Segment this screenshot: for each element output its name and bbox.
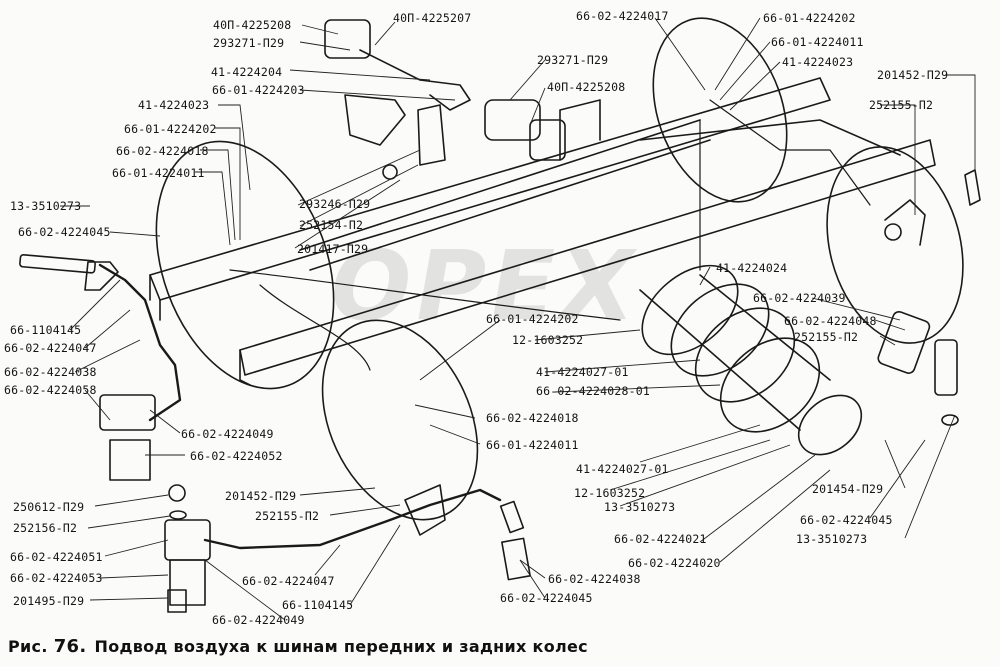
- part-label: 40П-4225208: [547, 80, 626, 94]
- part-label: 66-02-4224058: [4, 383, 97, 397]
- part-label: 66-02-4224045: [800, 513, 893, 527]
- part-label: 66-02-4224047: [242, 574, 335, 588]
- part-label: 40П-4225208: [213, 18, 292, 32]
- part-label: 252155-П2: [255, 509, 320, 523]
- part-label: 293271-П29: [537, 53, 609, 67]
- part-label: 201454-П29: [812, 482, 884, 496]
- part-label: 66-02-4224018: [116, 144, 209, 158]
- part-label: 201495-П29: [13, 594, 85, 608]
- frame-crossmember: [299, 119, 711, 271]
- part-label: 66-01-4224011: [112, 166, 205, 180]
- part-label: 201417-П29: [297, 242, 369, 256]
- part-label: 252156-П2: [13, 521, 78, 535]
- air-line-main: [229, 269, 621, 321]
- figure-caption: Рис. 76. Подвод воздуха к шинам передних и…: [8, 636, 588, 657]
- part-label: 66-01-4224202: [124, 122, 217, 136]
- part-label: 293271-П29: [213, 36, 285, 50]
- frame-rail-front: [149, 77, 831, 301]
- part-label: 66-02-4224039: [753, 291, 846, 305]
- part-label: 41-4224023: [138, 98, 210, 112]
- part-label: 41-4224024: [716, 261, 788, 275]
- part-label: 13-3510273: [796, 532, 868, 546]
- part-label: 13-3510273: [10, 199, 82, 213]
- part-label: 66-01-4224202: [763, 11, 856, 25]
- part-label: 40П-4225207: [393, 11, 472, 25]
- part-label: 201452-П29: [877, 68, 949, 82]
- part-label: 66-01-4224203: [212, 83, 305, 97]
- part-label: 66-02-4224038: [548, 572, 641, 586]
- part-label: 66-02-4224045: [500, 591, 593, 605]
- caption-number: 76.: [53, 636, 87, 657]
- part-label: 66-02-4224049: [181, 427, 274, 441]
- part-label: 66-02-4224020: [628, 556, 721, 570]
- part-label: 66-02-4224049: [212, 613, 305, 627]
- caption-prefix: Рис.: [8, 637, 48, 656]
- hose-front-left: [98, 263, 182, 422]
- part-label: 66-02-4224018: [486, 411, 579, 425]
- part-label: 13-3510273: [604, 500, 676, 514]
- rear-wheel-top: [652, 17, 788, 203]
- hose-front-bottom: [203, 488, 502, 550]
- part-label: 66-1104145: [10, 323, 82, 337]
- part-label: 41-4224204: [211, 65, 283, 79]
- part-label: 12-1603252: [512, 333, 584, 347]
- part-label: 252155-П2: [794, 330, 859, 344]
- part-label: 293246-П29: [299, 197, 371, 211]
- part-label: 41-4224027-01: [536, 365, 629, 379]
- part-label: 66-02-4224048: [784, 314, 877, 328]
- part-label: 66-1104145: [282, 598, 354, 612]
- part-label: 250612-П29: [13, 500, 85, 514]
- part-label: 66-01-4224011: [771, 35, 864, 49]
- caption-title: Подвод воздуха к шинам передних и задних…: [94, 637, 588, 656]
- rear-hub-assembly: [639, 264, 831, 433]
- part-label: 66-02-4224017: [576, 9, 669, 23]
- part-label: 66-02-4224038: [4, 365, 97, 379]
- part-label: 66-02-4224047: [4, 341, 97, 355]
- part-label: 66-02-4224052: [190, 449, 283, 463]
- part-label: 252154-П2: [299, 218, 364, 232]
- part-label: 201452-П29: [225, 489, 297, 503]
- part-label: 66-02-4224053: [10, 571, 103, 585]
- rear-wheel-right: [826, 146, 964, 344]
- part-label: 12-1603252: [574, 486, 646, 500]
- front-wheel-bottom: [321, 319, 479, 521]
- part-label: 66-02-4224051: [10, 550, 103, 564]
- front-wheel-left: [155, 140, 335, 390]
- part-label: 66-01-4224202: [486, 312, 579, 326]
- part-label: 41-4224023: [782, 55, 854, 69]
- part-label: 66-02-4224028-01: [536, 384, 650, 398]
- rotary-union-top: [324, 19, 566, 180]
- part-label: 66-01-4224011: [486, 438, 579, 452]
- part-label: 66-02-4224045: [18, 225, 111, 239]
- part-label: 66-02-4224021: [614, 532, 707, 546]
- part-label: 41-4224027-01: [576, 462, 669, 476]
- part-label: 252155-П2: [869, 98, 934, 112]
